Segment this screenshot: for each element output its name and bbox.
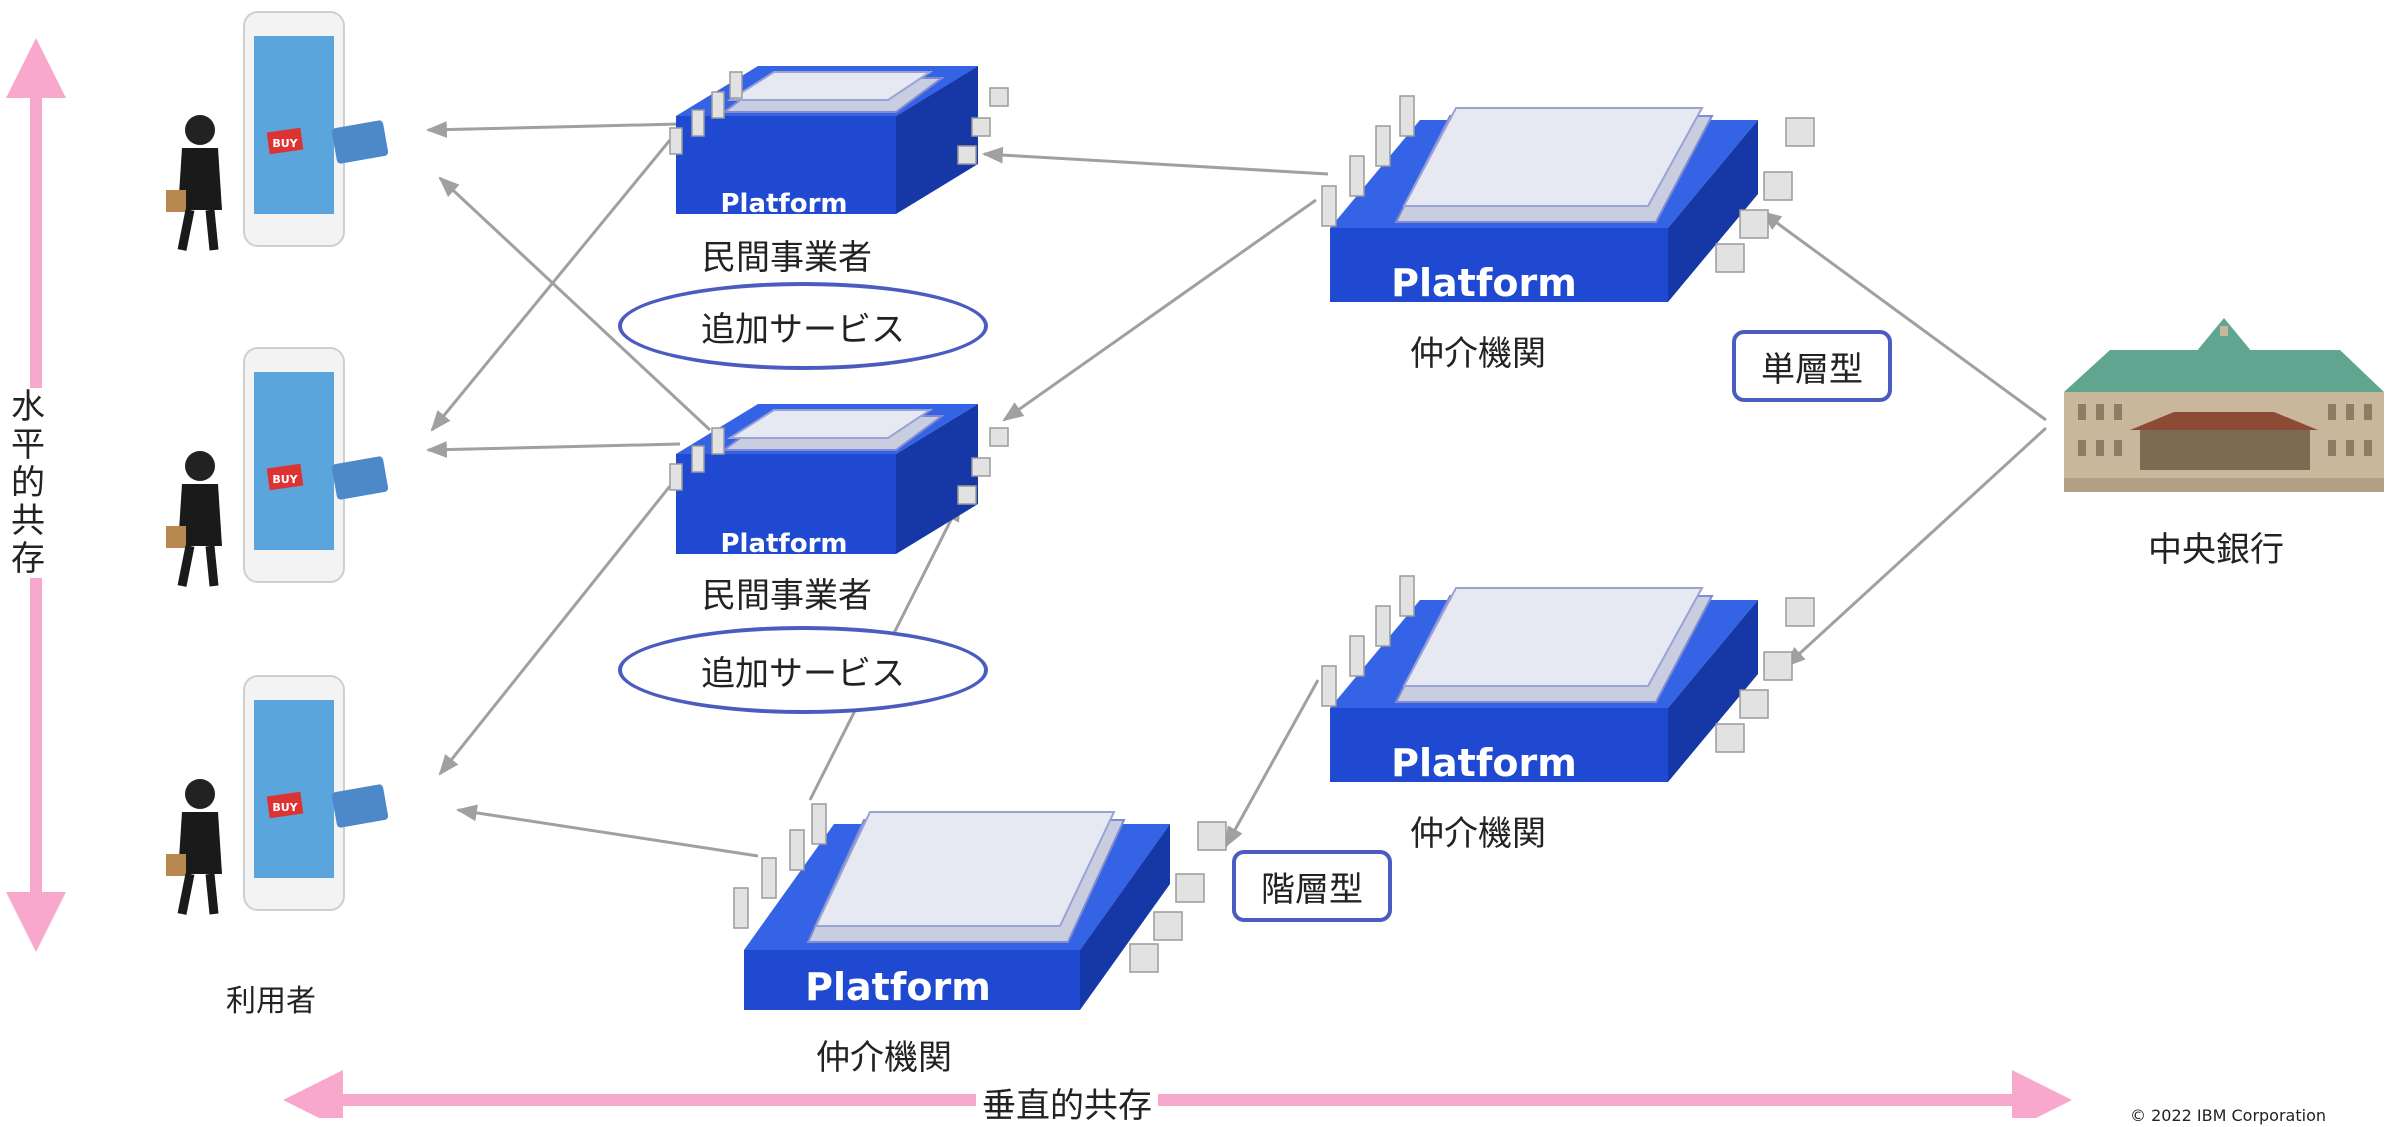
- users-label: 利用者: [226, 984, 316, 1019]
- copyright-text: © 2022 IBM Corporation: [2130, 1106, 2326, 1125]
- platform-connector-icons: [669, 71, 1815, 973]
- central-bank-label: 中央銀行: [2148, 530, 2284, 570]
- arrow-private2-to-user3: [438, 485, 672, 776]
- single-layer-box: 単層型: [1732, 330, 1892, 402]
- platform-label: Platform: [720, 189, 847, 219]
- additional-service-1-label: 追加サービス: [701, 309, 905, 350]
- additional-service-2-ellipse: 追加サービス: [618, 626, 988, 714]
- arrow-intermediary-top-to-private1: [981, 146, 1329, 176]
- central-bank-building: [2064, 318, 2384, 492]
- arrow-central-bank-to-intermediary-mid: [1784, 426, 2048, 668]
- arrow-central-bank-to-intermediary-top: [1760, 210, 2047, 422]
- platform-intermediary-bottom: Platform: [744, 811, 1170, 1010]
- arrow-intermediary-bottom-to-user3: [455, 804, 759, 858]
- arrow-private1-to-user1: [425, 121, 681, 138]
- arrow-private2-to-user1: [438, 176, 712, 432]
- user-1: BUY: [166, 11, 389, 251]
- buy-label: BUY: [272, 137, 298, 150]
- buy-label: BUY: [272, 473, 298, 486]
- arrow-private2-to-user2: [425, 441, 681, 458]
- intermediary-bottom-label: 仲介機関: [816, 1038, 952, 1078]
- platform-label: Platform: [1391, 741, 1577, 785]
- arrow-private1-to-user2: [430, 139, 672, 432]
- connection-arrows: [425, 121, 2048, 858]
- user-2: BUY: [166, 347, 389, 587]
- horizontal-axis-label: 垂直的共存: [976, 1078, 1158, 1127]
- additional-service-2-label: 追加サービス: [701, 653, 905, 694]
- private-1-label: 民間事業者: [702, 238, 872, 278]
- private-2-label: 民間事業者: [702, 576, 872, 616]
- multi-layer-label: 階層型: [1261, 869, 1363, 910]
- buy-label: BUY: [272, 801, 298, 814]
- arrow-intermediary-mid-to-bottom: [1224, 679, 1320, 848]
- user-3: BUY: [166, 675, 389, 915]
- platform-intermediary-mid: Platform: [1330, 587, 1758, 785]
- platform-label: Platform: [1391, 261, 1577, 305]
- multi-layer-box: 階層型: [1232, 850, 1392, 922]
- platform-private-1: Platform: [676, 66, 978, 219]
- platform-label: Platform: [805, 965, 991, 1009]
- platform-label: Platform: [720, 529, 847, 559]
- intermediary-mid-label: 仲介機関: [1410, 814, 1546, 854]
- additional-service-1-ellipse: 追加サービス: [618, 282, 988, 370]
- single-layer-label: 単層型: [1761, 349, 1863, 390]
- arrow-intermediary-top-to-private2: [1002, 198, 1317, 422]
- platform-private-2: Platform: [676, 404, 978, 559]
- platform-intermediary-top: Platform: [1330, 107, 1758, 305]
- intermediary-top-label: 仲介機関: [1410, 334, 1546, 374]
- vertical-axis-label: 水平的共存: [6, 388, 50, 578]
